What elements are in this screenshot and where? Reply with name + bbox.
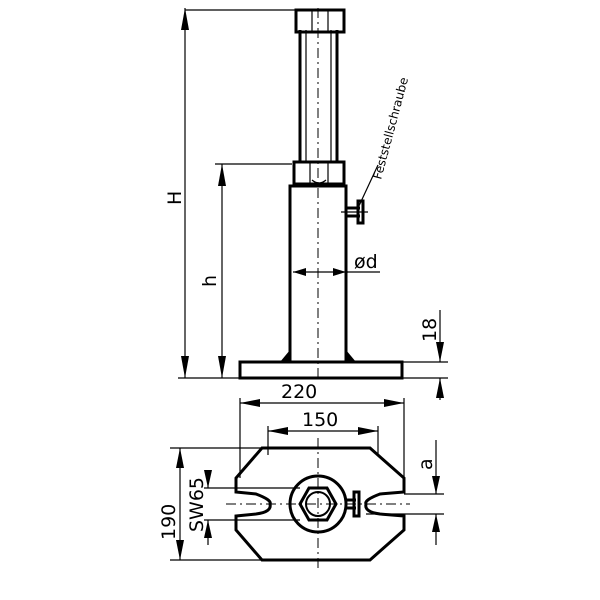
plate-outline: [234, 446, 406, 562]
plan-clamp-screw: [346, 490, 361, 518]
height-tube-label: h: [199, 275, 221, 287]
height-total-dimension: [178, 8, 296, 379]
width-outer-label: 220: [281, 381, 317, 403]
clamp-screw-leader: [357, 164, 379, 209]
weld-right: [346, 350, 356, 362]
plate-thickness-dimension: [402, 310, 448, 400]
threaded-spindle: [298, 8, 339, 380]
plan-view: 220 150 190 SW65: [158, 381, 444, 570]
spindle-circle: [305, 491, 331, 517]
side-view: ød H h 18 Feststellschrau: [164, 8, 448, 400]
weld-left: [280, 350, 290, 362]
width-outer-dimension: [239, 398, 405, 478]
wrench-size-label: SW65: [186, 477, 208, 532]
wrench-size-dimension: [204, 470, 300, 545]
slot-offset-label: a: [415, 458, 437, 470]
diameter-dimension: [293, 268, 380, 276]
width-inner-dimension: [267, 426, 379, 455]
base-plate: [238, 360, 404, 380]
clamp-screw: [341, 199, 368, 225]
height-tube-dimension: [215, 163, 292, 378]
depth-label: 190: [158, 504, 180, 540]
adjusting-nut: [292, 160, 346, 186]
clamp-screw-label: Feststellschraube: [370, 76, 411, 181]
slot-offset-dimension: [366, 440, 444, 545]
height-total-label: H: [164, 191, 186, 205]
width-inner-label: 150: [302, 409, 338, 431]
tube-circle: [288, 474, 348, 534]
depth-dimension: [170, 447, 262, 561]
top-nut: [294, 8, 346, 34]
plate-thickness-label: 18: [419, 318, 441, 342]
diameter-label: ød: [354, 251, 378, 273]
hex-nut: [298, 486, 338, 522]
